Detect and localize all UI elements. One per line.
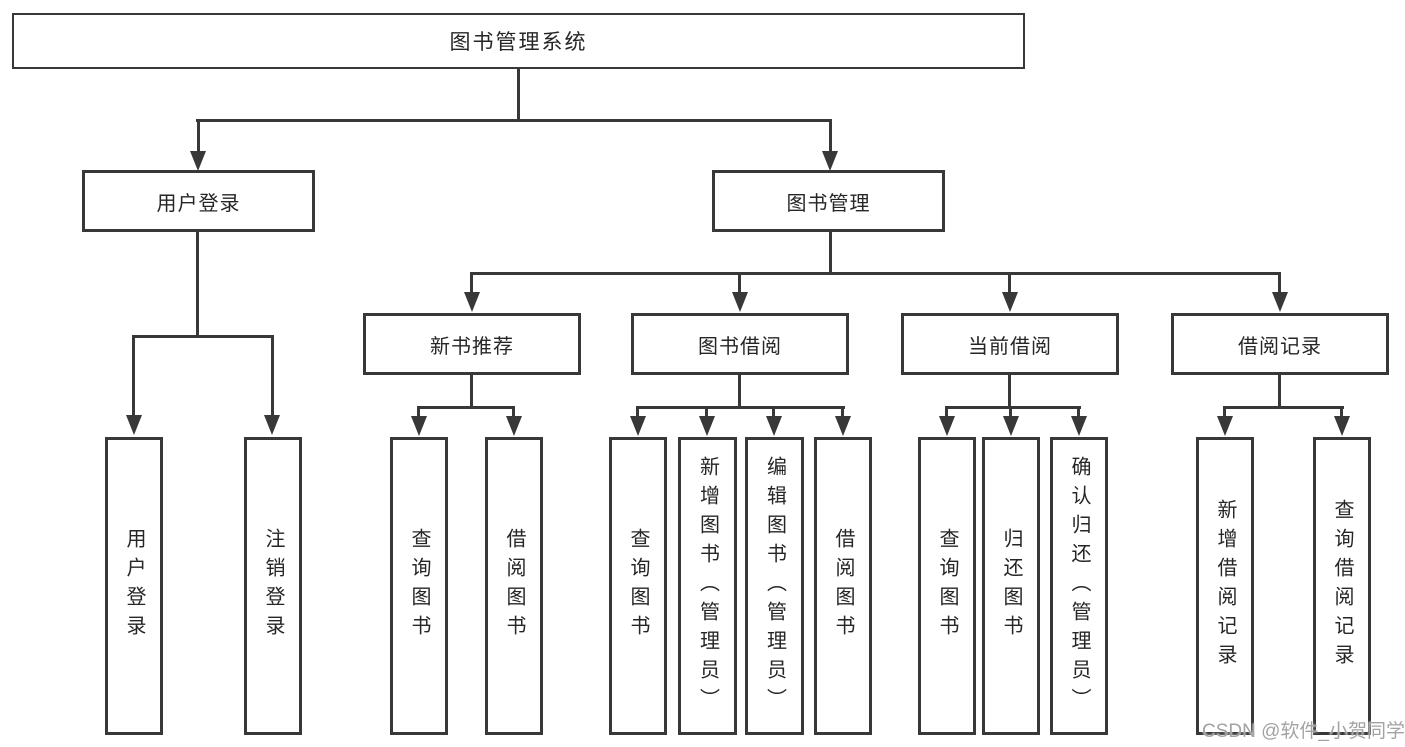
connector-drop-line [271,335,274,417]
node-label: 图书管理系统 [449,31,588,54]
node-label: 图书借阅 [698,335,782,358]
node-user-login-action: 用户登录 [105,437,163,735]
connector-root-trunk [517,69,520,120]
node-label: 注销登录 [262,528,284,644]
node-label: 查询图书 [936,528,958,644]
connector-user-login-split [132,335,274,338]
node-query-books-recommend: 查询图书 [390,437,448,735]
node-label: 编辑图书（管理员） [763,455,786,717]
arrow-down-icon [126,415,142,435]
arrow-down-icon [1071,416,1087,436]
connector-drop-line [132,335,135,417]
connector-drop-line [417,406,420,418]
connector-drop-line [1077,406,1080,418]
arrow-down-icon [464,292,480,312]
arrow-down-icon [506,416,522,436]
arrow-down-icon [1002,292,1018,312]
connector-drop-line [738,272,741,294]
arrow-down-icon [630,416,646,436]
csdn-watermark: CSDN @软件_小贺同学 [1202,721,1405,742]
node-label: 新书推荐 [430,335,514,358]
arrow-down-icon [939,416,955,436]
connector-book-management-trunk [829,232,832,275]
node-label: 归还图书 [1000,528,1022,644]
node-label: 图书管理 [786,192,871,215]
arrow-down-icon [835,416,851,436]
connector-drop-line [636,406,639,418]
arrow-down-icon [699,416,715,436]
node-new-book-recommendation: 新书推荐 [363,313,581,375]
connector-drop-line [1009,406,1012,418]
connector-current-trunk [1008,375,1011,408]
node-label: 确认归还（管理员） [1068,455,1090,717]
node-book-management-system: 图书管理系统 [12,13,1025,69]
connector-level2-split [470,272,1281,275]
arrow-down-icon [1272,292,1288,312]
arrow-down-icon [190,151,206,171]
connector-drop-line [829,119,832,153]
connector-drop-line [945,406,948,418]
connector-recommend-trunk [470,375,473,408]
arrow-down-icon [822,151,838,171]
connector-drop-line [1340,406,1343,418]
node-label: 查询借阅记录 [1331,499,1353,673]
node-label: 借阅图书 [832,528,854,644]
node-borrowing-records: 借阅记录 [1171,313,1389,375]
arrow-down-icon [411,416,427,436]
connector-drop-line [1278,272,1281,294]
connector-drop-line [841,406,844,418]
connector-drop-line [470,272,473,294]
node-book-borrowing: 图书借阅 [631,313,849,375]
node-add-book-admin: 新增图书（管理员） [678,437,737,735]
arrow-down-icon [264,415,280,435]
connector-records-trunk [1278,375,1281,408]
node-borrow-books-borrowing: 借阅图书 [814,437,872,735]
node-current-borrowing: 当前借阅 [901,313,1119,375]
node-query-books-current: 查询图书 [918,437,976,735]
connector-user-login-trunk [196,232,199,338]
node-label: 用户登录 [123,528,145,644]
connector-drop-line [772,406,775,418]
arrow-down-icon [1217,416,1233,436]
connector-recommend-split [417,406,515,409]
node-label: 当前借阅 [968,335,1052,358]
node-label: 用户登录 [156,192,241,215]
connector-level1-split [196,119,832,122]
connector-drop-line [1223,406,1226,418]
connector-drop-line [512,406,515,418]
arrow-down-icon [1003,416,1019,436]
node-label: 新增借阅记录 [1214,499,1236,673]
node-label: 借阅图书 [503,528,525,644]
node-label: 查询图书 [408,528,430,644]
connector-current-split [945,406,1081,409]
node-borrow-books-recommend: 借阅图书 [485,437,543,735]
node-add-borrow-record: 新增借阅记录 [1196,437,1254,735]
connector-drop-line [1008,272,1011,294]
node-return-books: 归还图书 [982,437,1040,735]
node-query-books-borrowing: 查询图书 [609,437,667,735]
node-user-login: 用户登录 [82,170,315,232]
connector-drop-line [197,119,200,153]
node-query-borrow-record: 查询借阅记录 [1313,437,1371,735]
node-book-management: 图书管理 [712,170,945,232]
connector-drop-line [705,406,708,418]
node-edit-book-admin: 编辑图书（管理员） [745,437,804,735]
node-confirm-return-admin: 确认归还（管理员） [1050,437,1108,735]
arrow-down-icon [1334,416,1350,436]
connector-borrowing-trunk [738,375,741,408]
connector-borrowing-split [636,406,845,409]
arrow-down-icon [732,292,748,312]
node-label: 查询图书 [627,528,649,644]
node-label: 借阅记录 [1238,335,1322,358]
node-label: 新增图书（管理员） [696,455,719,717]
connector-records-split [1223,406,1344,409]
node-logout: 注销登录 [244,437,302,735]
arrow-down-icon [766,416,782,436]
